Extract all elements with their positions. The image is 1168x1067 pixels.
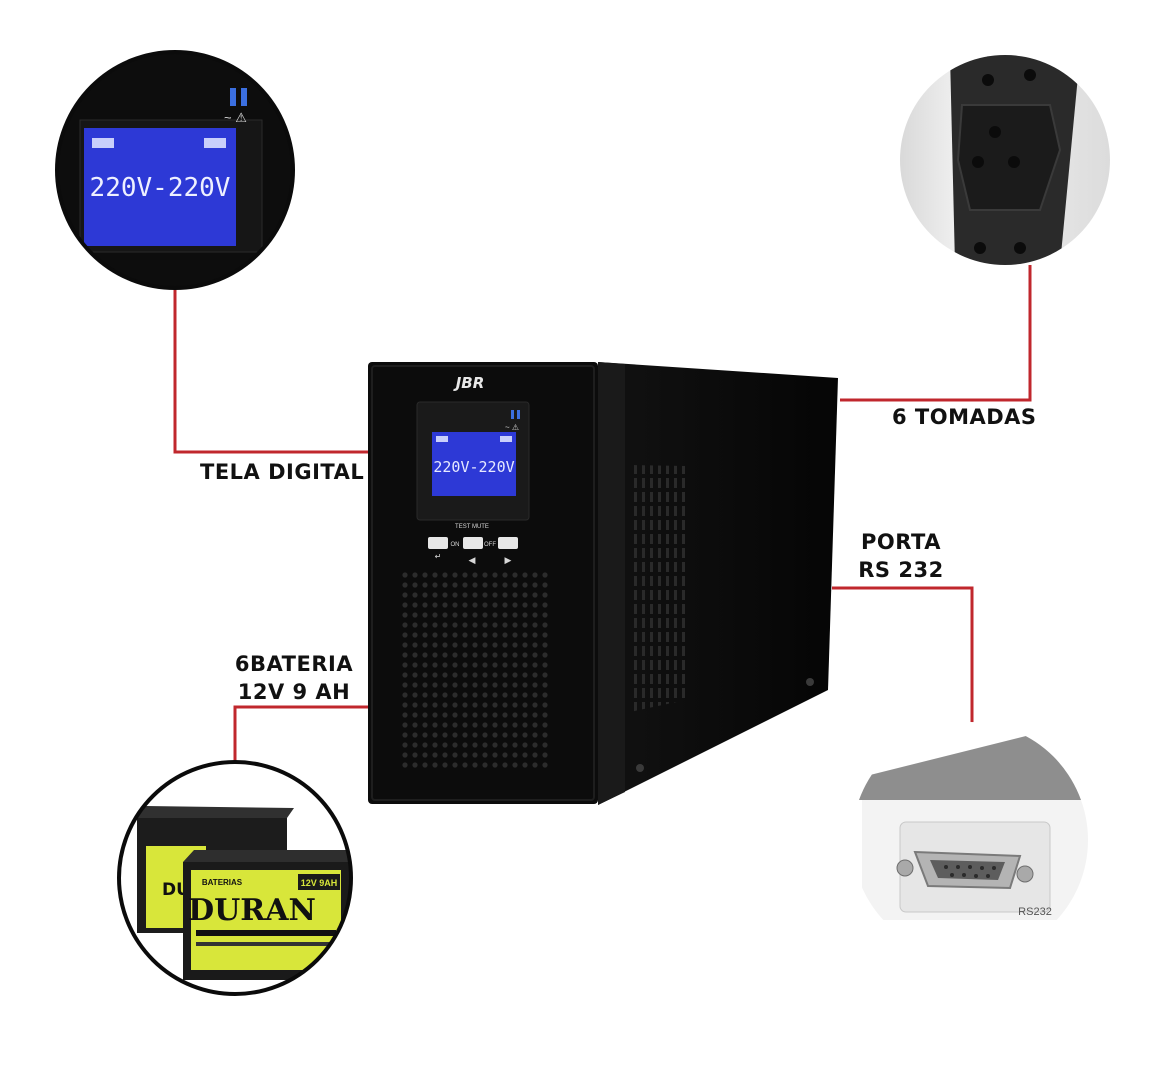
battery-callout: 6BATERIA 12V 9 AH [232, 650, 356, 706]
connector-lines [173, 265, 1032, 780]
on-off-button[interactable] [463, 537, 483, 549]
battery-brand: DURAN [188, 893, 316, 928]
connector-port [832, 586, 974, 743]
svg-text:↵: ↵ [435, 552, 442, 561]
side-vent [630, 465, 686, 712]
battery-callout-line2: 12V 9 AH [237, 680, 351, 704]
enter-button[interactable] [428, 537, 448, 549]
connector-display [173, 288, 368, 454]
on-label: ON [451, 542, 460, 548]
lcd-screen [432, 432, 516, 496]
button-caption: TEST MUTE [455, 524, 489, 530]
brand-logo: JBR [453, 374, 485, 392]
ups-unit: 220V-220V ~ ⚠ JBR TEST MUTE ON OFF ◀ ▶ ↵ [368, 362, 838, 805]
battery-spec: 12V 9AH [301, 878, 338, 888]
port-label: RS232 [1018, 906, 1052, 918]
svg-text:DU: DU [162, 880, 190, 900]
battery-zoom: DU BATERIAS 12V 9AH DURAN [119, 762, 351, 994]
port-callout: PORTA RS 232 [848, 528, 954, 584]
svg-text:◀: ◀ [469, 555, 476, 565]
svg-text:▶: ▶ [505, 555, 512, 565]
next-button[interactable] [498, 537, 518, 549]
connector-outlets [840, 265, 1032, 402]
zoom-lcd-reading: 220V-220V [90, 173, 231, 203]
battery-zoom-frame [117, 760, 353, 996]
connector-battery [233, 705, 370, 780]
display-callout: TELA DIGITAL [200, 460, 365, 484]
off-label: OFF [484, 542, 496, 548]
front-vent [400, 572, 550, 770]
port-zoom: RS232 [852, 722, 1088, 958]
outlets-zoom [900, 55, 1110, 265]
display-zoom: 220V-220V ~ ⚠ [57, 52, 293, 288]
battery-category: BATERIAS [202, 878, 243, 887]
port-callout-line2: RS 232 [858, 558, 944, 582]
lcd-reading: 220V-220V [433, 458, 514, 476]
outlets-callout: 6 TOMADAS [892, 405, 1037, 429]
port-callout-line1: PORTA [861, 530, 941, 554]
svg-text:~ ⚠: ~ ⚠ [224, 110, 247, 125]
display-zoom-frame [55, 50, 295, 290]
svg-text:~ ⚠: ~ ⚠ [505, 423, 519, 432]
battery-callout-line1: 6BATERIA [234, 652, 354, 676]
